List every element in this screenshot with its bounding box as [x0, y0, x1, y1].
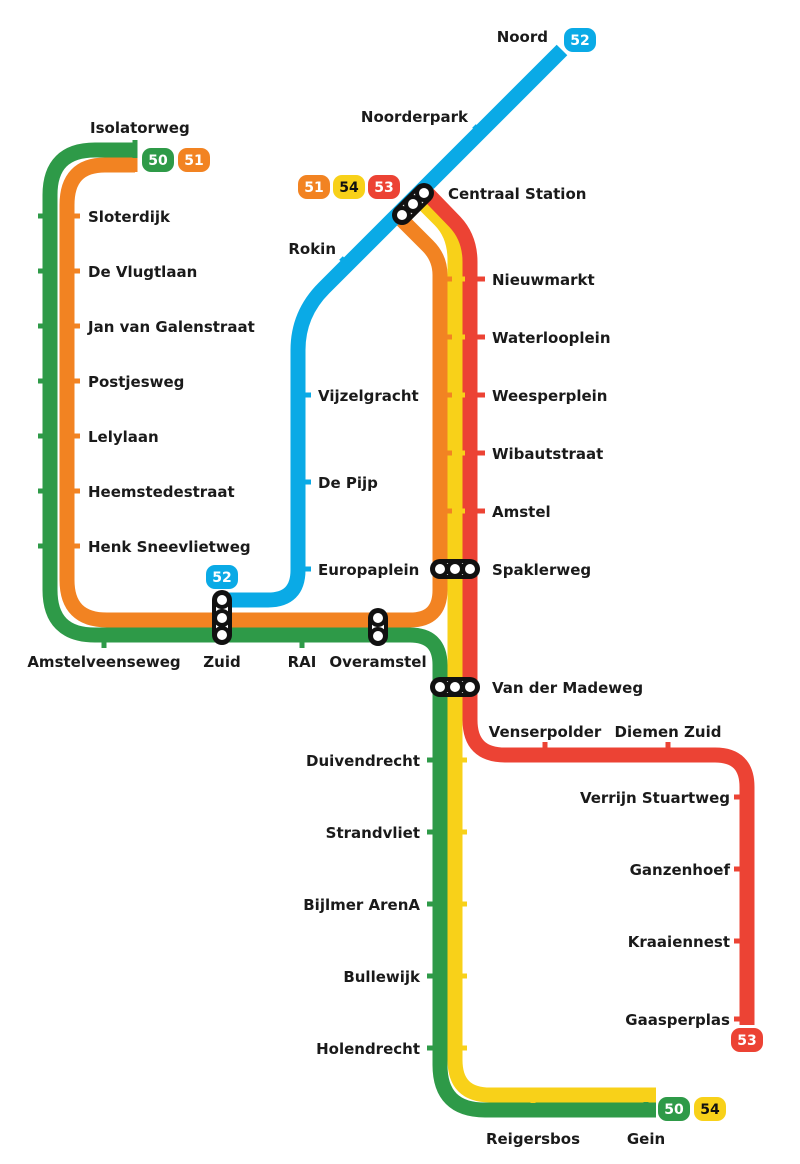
- station-noord[interactable]: Noord: [497, 28, 548, 46]
- badge-zuid-52: 52: [206, 565, 238, 589]
- station-bijlmer-arena[interactable]: Bijlmer ArenA: [303, 896, 420, 914]
- svg-text:53: 53: [737, 1033, 756, 1049]
- station-tick: [339, 256, 349, 266]
- station-europaplein[interactable]: Europaplein: [318, 561, 419, 579]
- station-wibautstraat[interactable]: Wibautstraat: [492, 445, 603, 463]
- station-gaasperplas[interactable]: Gaasperplas: [625, 1011, 730, 1029]
- station-sloterdijk[interactable]: Sloterdijk: [88, 208, 171, 226]
- station-zuid[interactable]: Zuid: [203, 653, 240, 671]
- station-waterlooplein[interactable]: Waterlooplein: [492, 329, 611, 347]
- station-gein[interactable]: Gein: [627, 1130, 665, 1148]
- badge-isolatorweg-51: 51: [178, 148, 210, 172]
- station-tick: [472, 124, 482, 134]
- station-lelylaan[interactable]: Lelylaan: [88, 428, 159, 446]
- badge-noord-52: 52: [564, 28, 596, 52]
- station-amstel[interactable]: Amstel: [492, 503, 551, 521]
- station-rai[interactable]: RAI: [288, 653, 317, 671]
- line-51-path: [59, 157, 448, 628]
- svg-text:53: 53: [374, 180, 393, 196]
- svg-text:50: 50: [148, 153, 168, 169]
- station-vijzelgracht[interactable]: Vijzelgracht: [318, 387, 419, 405]
- station-strandvliet[interactable]: Strandvliet: [326, 824, 420, 842]
- station-reigersbos[interactable]: Reigersbos: [486, 1130, 580, 1148]
- badge-gein-54: 54: [694, 1097, 726, 1121]
- station-ganzenhoef[interactable]: Ganzenhoef: [630, 861, 731, 879]
- station-holendrecht[interactable]: Holendrecht: [316, 1040, 420, 1058]
- badge-centraal-53: 53: [368, 175, 400, 199]
- interchange-spaklerweg: [430, 559, 480, 579]
- station-heemstedestraat[interactable]: Heemstedestraat: [88, 483, 235, 501]
- station-nieuwmarkt[interactable]: Nieuwmarkt: [492, 271, 595, 289]
- badge-isolatorweg-50: 50: [142, 148, 174, 172]
- interchange-van-der-madeweg: [430, 677, 480, 697]
- station-weesperplein[interactable]: Weesperplein: [492, 387, 607, 405]
- line-50-path: [42, 142, 656, 1118]
- badge-centraal-51: 51: [298, 175, 330, 199]
- station-rokin[interactable]: Rokin: [288, 240, 336, 258]
- interchange-centraal-station: [392, 183, 434, 225]
- station-henk-sneevlietweg[interactable]: Henk Sneevlietweg: [88, 538, 251, 556]
- line-52-path: [222, 44, 568, 608]
- station-noorderpark[interactable]: Noorderpark: [361, 108, 469, 126]
- station-spaklerweg[interactable]: Spaklerweg: [492, 561, 591, 579]
- station-postjesweg[interactable]: Postjesweg: [88, 373, 184, 391]
- station-kraaiennest[interactable]: Kraaiennest: [628, 933, 730, 951]
- svg-text:52: 52: [570, 33, 589, 49]
- station-centraal-station[interactable]: Centraal Station: [448, 185, 586, 203]
- station-bullewijk[interactable]: Bullewijk: [343, 968, 421, 986]
- station-de-pijp[interactable]: De Pijp: [318, 474, 378, 492]
- line-53-path: [420, 186, 755, 1025]
- station-amstelveenseweg[interactable]: Amstelveenseweg: [27, 653, 180, 671]
- station-overamstel[interactable]: Overamstel: [329, 653, 426, 671]
- svg-text:51: 51: [304, 180, 323, 196]
- station-diemen-zuid[interactable]: Diemen Zuid: [615, 723, 722, 741]
- badge-gein-50: 50: [658, 1097, 690, 1121]
- interchange-zuid: [212, 590, 232, 645]
- station-venserpolder[interactable]: Venserpolder: [489, 723, 602, 741]
- station-isolatorweg[interactable]: Isolatorweg: [90, 119, 190, 137]
- station-ticks: [38, 124, 740, 1108]
- svg-text:52: 52: [212, 570, 231, 586]
- svg-text:50: 50: [664, 1102, 684, 1118]
- line-54-path: [412, 192, 656, 1103]
- station-verrijn-stuartweg[interactable]: Verrijn Stuartweg: [580, 789, 730, 807]
- station-de-vlugtlaan[interactable]: De Vlugtlaan: [88, 263, 197, 281]
- station-jan-van-galenstraat[interactable]: Jan van Galenstraat: [87, 318, 255, 336]
- svg-text:51: 51: [184, 153, 203, 169]
- station-duivendrecht[interactable]: Duivendrecht: [306, 752, 420, 770]
- badge-centraal-54: 54: [333, 175, 365, 199]
- interchange-overamstel: [368, 608, 388, 646]
- badge-gaasperplas-53: 53: [731, 1028, 763, 1052]
- svg-text:54: 54: [339, 180, 359, 196]
- station-van-der-madeweg[interactable]: Van der Madeweg: [492, 679, 643, 697]
- svg-text:54: 54: [700, 1102, 720, 1118]
